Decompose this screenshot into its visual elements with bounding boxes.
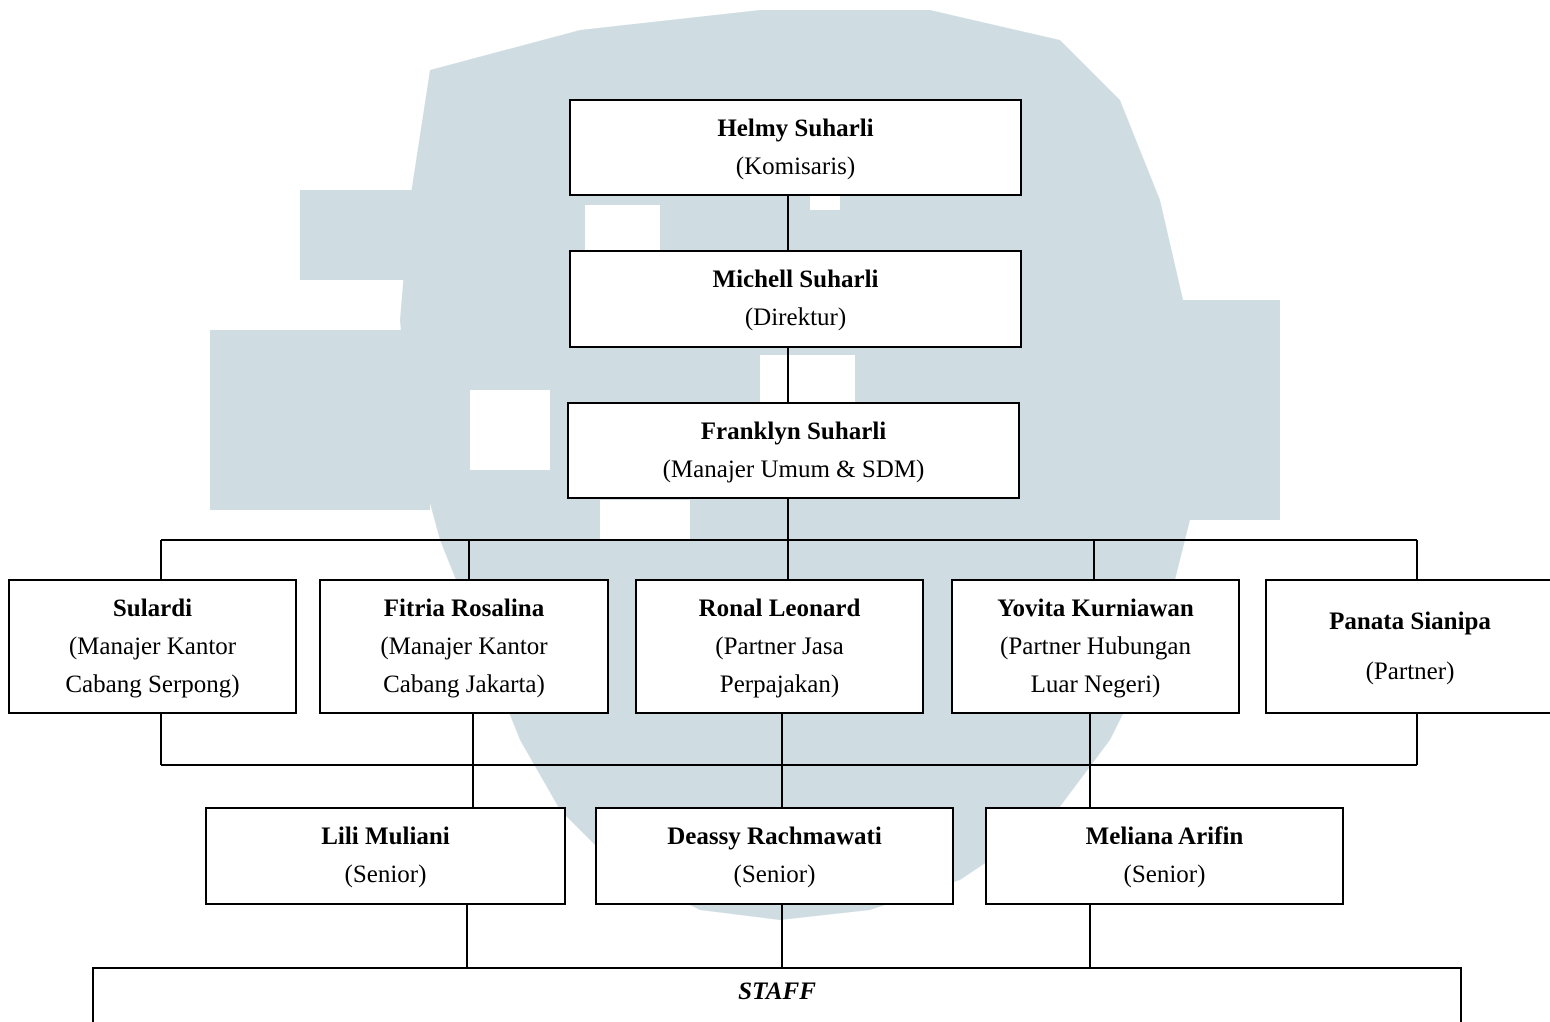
node-fitria-rosalina: Fitria Rosalina (Manajer Kantor Cabang J… — [319, 579, 609, 714]
node-michell-suharli: Michell Suharli (Direktur) — [569, 250, 1022, 348]
node-meliana-arifin: Meliana Arifin (Senior) — [985, 807, 1344, 905]
node-panata-sianipa: Panata Sianipa (Partner) — [1265, 579, 1550, 714]
node-name: Fitria Rosalina — [383, 594, 545, 622]
watermark-cutout — [760, 355, 855, 405]
node-role: (Partner Hubungan Luar Negeri) — [1000, 632, 1191, 698]
node-name: Meliana Arifin — [1085, 823, 1244, 850]
node-role: (Partner Jasa Perpajakan) — [715, 632, 844, 698]
node-name: Franklyn Suharli — [700, 417, 887, 445]
watermark-cutout — [470, 390, 550, 470]
node-deassy-rachmawati: Deassy Rachmawati (Senior) — [595, 807, 954, 905]
node-name: Sulardi — [112, 594, 193, 622]
node-name: Deassy Rachmawati — [667, 823, 882, 850]
node-role: (Partner) — [1365, 657, 1455, 685]
node-role: (Komisaris) — [735, 152, 856, 180]
node-role: (Manajer Umum & SDM) — [662, 455, 925, 483]
watermark-shape — [210, 330, 430, 510]
node-role: (Direktur) — [744, 304, 847, 331]
watermark-cutout — [600, 500, 690, 540]
node-helmy-suharli: Helmy Suharli (Komisaris) — [569, 99, 1022, 196]
node-role: (Senior) — [733, 861, 816, 888]
node-role: (Senior) — [1123, 861, 1206, 888]
node-name: STAFF — [738, 978, 816, 1005]
node-ronal-leonard: Ronal Leonard (Partner Jasa Perpajakan) — [635, 579, 924, 714]
node-name: Lili Muliani — [321, 823, 450, 850]
node-yovita-kurniawan: Yovita Kurniawan (Partner Hubungan Luar … — [951, 579, 1240, 714]
node-name: Ronal Leonard — [698, 594, 861, 622]
node-name: Panata Sianipa — [1329, 607, 1491, 635]
node-lili-muliani: Lili Muliani (Senior) — [205, 807, 566, 905]
node-name: Helmy Suharli — [717, 114, 874, 142]
node-role: (Manajer Kantor Cabang Jakarta) — [380, 632, 548, 698]
node-role: (Senior) — [344, 861, 427, 888]
node-name: Yovita Kurniawan — [997, 594, 1194, 622]
node-franklyn-suharli: Franklyn Suharli (Manajer Umum & SDM) — [567, 402, 1020, 499]
node-sulardi: Sulardi (Manajer Kantor Cabang Serpong) — [8, 579, 297, 714]
node-role: (Manajer Kantor Cabang Serpong) — [65, 632, 240, 698]
node-name: Michell Suharli — [712, 266, 879, 293]
watermark-shape — [300, 190, 440, 280]
watermark-shape — [1170, 300, 1280, 520]
node-staff: STAFF — [92, 967, 1462, 1022]
